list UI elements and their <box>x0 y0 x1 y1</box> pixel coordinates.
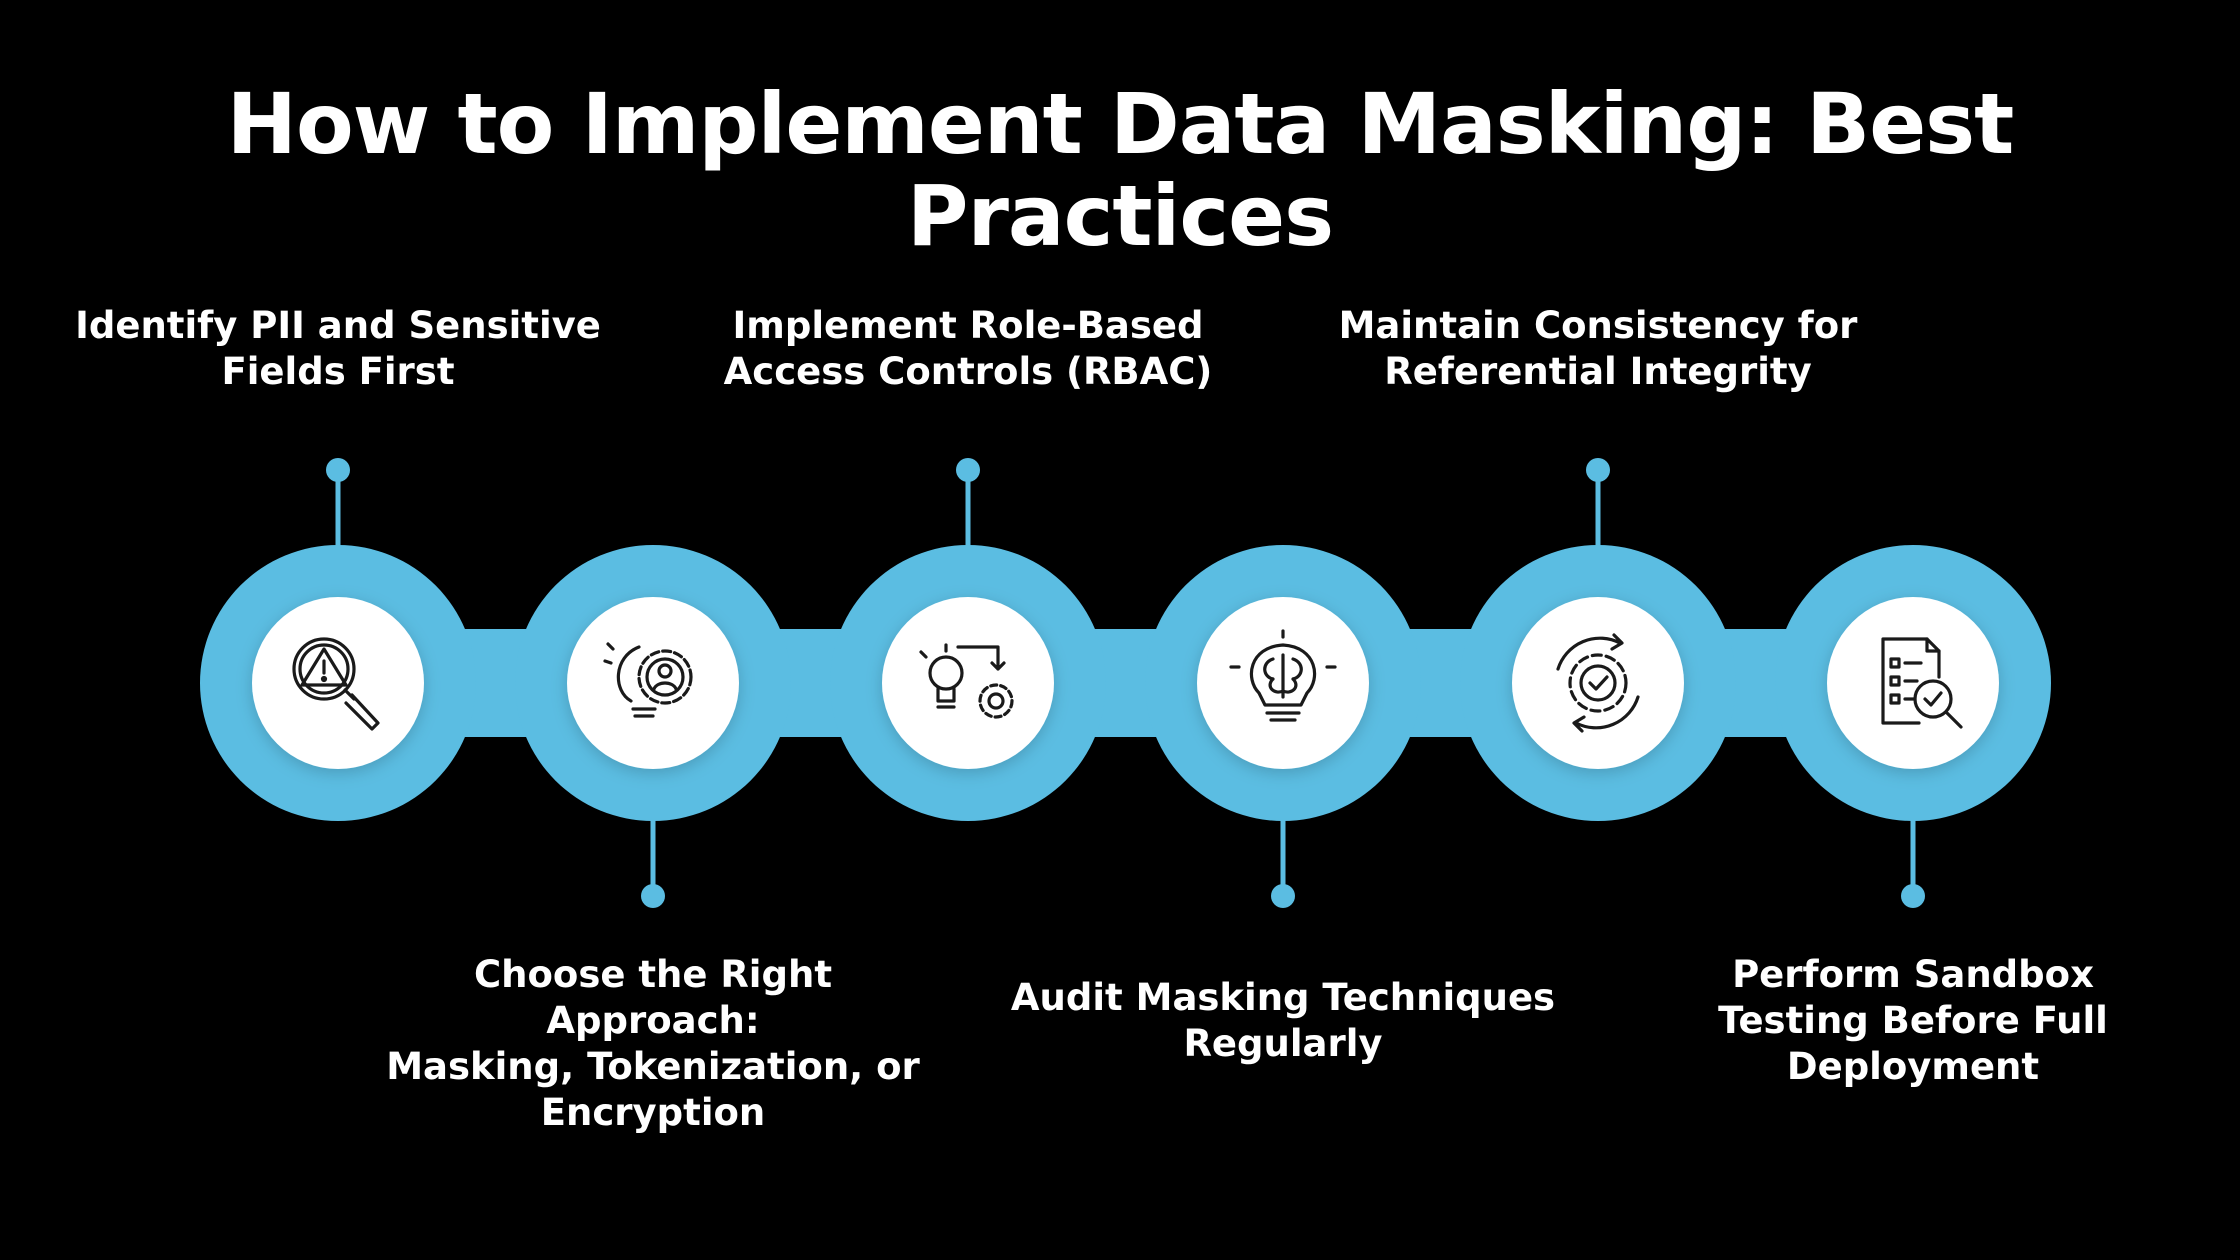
brain-lightbulb-icon <box>1229 629 1337 722</box>
step-label-4: Audit Masking Techniques Regularly <box>1010 976 1556 1065</box>
step-label-2: Choose the Right Approach: Masking, Toke… <box>386 953 920 1134</box>
step-circle-6 <box>1827 597 1999 769</box>
timeline-track <box>200 545 2051 821</box>
step-circle-2 <box>567 597 739 769</box>
step-circle-5 <box>1512 597 1684 769</box>
gear-cycle-check-icon <box>1556 633 1640 733</box>
step-nodes <box>252 597 1999 769</box>
step-circle-3 <box>882 597 1054 769</box>
page-title: How to Implement Data Masking: Best Prac… <box>226 75 2015 266</box>
lightbulb-gear-user-icon <box>603 642 693 718</box>
document-search-check-icon <box>1881 637 1963 729</box>
warning-magnifier-icon <box>292 637 380 731</box>
idea-process-gear-icon <box>919 643 1014 719</box>
step-dot-6 <box>1901 884 1925 908</box>
step-circle-1 <box>252 597 424 769</box>
step-dot-1 <box>326 458 350 482</box>
step-dot-5 <box>1586 458 1610 482</box>
step-label-3: Implement Role-Based Access Controls (RB… <box>723 304 1213 393</box>
step-label-6: Perform Sandbox Testing Before Full Depl… <box>1718 953 2108 1088</box>
step-dot-4 <box>1271 884 1295 908</box>
step-dot-2 <box>641 884 665 908</box>
step-label-1: Identify PII and Sensitive Fields First <box>75 304 601 393</box>
step-label-5: Maintain Consistency for Referential Int… <box>1338 304 1858 393</box>
step-dot-3 <box>956 458 980 482</box>
connector-group <box>326 458 1925 908</box>
